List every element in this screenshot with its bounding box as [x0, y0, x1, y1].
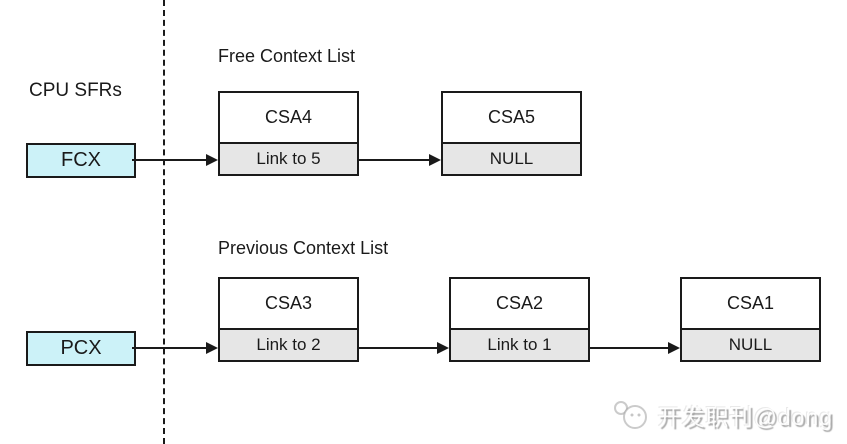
arrow-csa2-to-csa1	[590, 342, 680, 354]
watermark-text: 开发职刊@dong	[657, 404, 833, 430]
arrow-pcx-to-csa3	[132, 342, 218, 354]
watermark: 开发职刊@dong	[611, 398, 833, 432]
node-csa1: CSA1 NULL	[680, 277, 821, 362]
node-csa4: CSA4 Link to 5	[218, 91, 359, 176]
cpu-sfrs-title: CPU SFRs	[29, 80, 122, 101]
node-csa5-link: NULL	[443, 142, 580, 174]
node-csa1-title: CSA1	[682, 279, 819, 328]
mascot-logo-icon	[611, 399, 651, 431]
node-csa3: CSA3 Link to 2	[218, 277, 359, 362]
node-csa3-title: CSA3	[220, 279, 357, 328]
node-csa1-link: NULL	[682, 328, 819, 360]
pcx-register-label: PCX	[60, 337, 102, 359]
node-csa4-link: Link to 5	[220, 142, 357, 174]
arrow-csa3-to-csa2	[359, 342, 449, 354]
node-csa5-title: CSA5	[443, 93, 580, 142]
node-csa3-link: Link to 2	[220, 328, 357, 360]
node-csa2-title: CSA2	[451, 279, 588, 328]
node-csa2: CSA2 Link to 1	[449, 277, 590, 362]
node-csa2-link: Link to 1	[451, 328, 588, 360]
previous-context-list-title: Previous Context List	[218, 238, 389, 258]
pcx-register-box: PCX	[26, 331, 136, 366]
arrow-fcx-to-csa4	[132, 154, 218, 166]
fcx-register-label: FCX	[61, 149, 101, 171]
node-csa4-title: CSA4	[220, 93, 357, 142]
free-context-list-title: Free Context List	[218, 46, 356, 66]
cpu-boundary-dashed-line	[163, 0, 165, 444]
node-csa5: CSA5 NULL	[441, 91, 582, 176]
fcx-register-box: FCX	[26, 143, 136, 178]
arrow-csa4-to-csa5	[359, 154, 441, 166]
